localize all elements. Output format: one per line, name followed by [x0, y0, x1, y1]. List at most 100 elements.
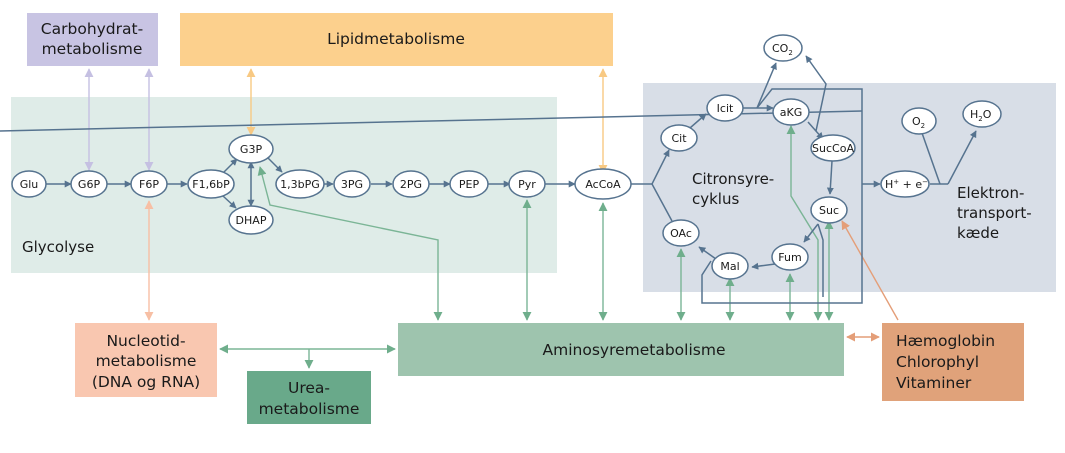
f16bp-g3p-arrow	[222, 158, 238, 174]
node-g3p-label: G3P	[240, 143, 263, 156]
node-o2-label: O2	[912, 115, 925, 130]
succoa-suc-arrow	[826, 160, 834, 195]
node-dhap: DHAP	[228, 205, 274, 235]
carbohydrate-metabolism-box	[27, 13, 158, 66]
oac-junction	[651, 183, 673, 222]
nucleotide-metabolism-box	[75, 323, 217, 397]
fum-mal-arrow	[751, 262, 776, 270]
nucleotide-label-line2: metabolisme	[96, 352, 197, 370]
urea-metabolism-box	[247, 371, 371, 424]
citric-label-line2: cyklus	[692, 190, 739, 208]
hplus-superscript: +	[893, 178, 899, 186]
heme-label-line1: Hæmoglobin	[896, 332, 995, 350]
icit-nadh-line	[756, 88, 863, 184]
o2-subscript: 2	[921, 122, 925, 130]
node-f16bp-label: F1,6bP	[192, 178, 230, 191]
junction-cit-arrow	[651, 149, 670, 185]
akg-co2-arrow	[805, 55, 827, 132]
carbohydrate-label-line2: metabolisme	[42, 40, 143, 58]
node-oac-label: OAc	[670, 227, 692, 240]
node-pyr-label: Pyr	[518, 178, 536, 191]
node-succoa: SucCoA	[810, 134, 856, 162]
etc-label-line3: kæde	[957, 224, 999, 242]
urea-label-line2: metabolisme	[259, 400, 360, 418]
urea-label-line1: Urea-	[288, 379, 330, 397]
node-3pg: 3PG	[333, 170, 371, 198]
o2-junction	[921, 132, 941, 185]
node-hplus-label: H+ + e−	[885, 178, 928, 191]
lipid-label: Lipidmetabolisme	[327, 30, 465, 48]
heme-label-line2: Chlorophyl	[896, 353, 979, 371]
carbohydrate-label-line1: Carbohydrat-	[41, 20, 143, 38]
nucleotide-label-line1: Nucleotid-	[106, 332, 185, 350]
node-13bpg: 1,3bPG	[275, 169, 325, 199]
node-suc: Suc	[810, 196, 848, 224]
etc-label-line2: transport-	[957, 204, 1032, 222]
node-f6p-label: F6P	[139, 178, 159, 191]
etc-label-line1: Elektron-	[957, 184, 1024, 202]
node-2pg-label: 2PG	[400, 178, 422, 191]
cit-icit-arrow	[689, 113, 707, 129]
amino-g3p-arrow	[257, 166, 443, 321]
node-succoa-label: SucCoA	[812, 142, 854, 155]
node-h2o: H2O	[962, 100, 1002, 128]
g3p-13bpg-arrow	[267, 157, 283, 173]
node-o2: O2	[901, 107, 937, 135]
h2o-subscript: 2	[978, 115, 982, 123]
electron-superscript: −	[922, 178, 928, 186]
node-2pg: 2PG	[392, 170, 430, 198]
node-icit-label: Icit	[717, 102, 734, 115]
h2o-o: O	[983, 108, 992, 121]
node-glu-label: Glu	[20, 178, 39, 191]
node-oac: OAc	[662, 219, 700, 247]
node-f6p: F6P	[130, 170, 168, 198]
amino-label: Aminosyremetabolisme	[543, 341, 726, 359]
node-fum: Fum	[771, 243, 809, 271]
mal-nadh-line	[701, 184, 863, 304]
co2-subscript: 2	[788, 49, 792, 57]
node-akg: aKG	[772, 98, 810, 126]
node-mal-label: Mal	[720, 260, 739, 273]
node-pyr: Pyr	[508, 170, 546, 198]
hplus-mid: + e	[899, 178, 922, 191]
node-3pg-label: 3PG	[341, 178, 363, 191]
node-accoa: AcCoA	[574, 168, 632, 200]
o2-main: O	[912, 115, 921, 128]
node-pep-label: PEP	[459, 178, 480, 191]
node-mal: Mal	[711, 252, 749, 280]
icit-co2-arrow	[756, 62, 777, 109]
hplus-h: H	[885, 178, 893, 191]
node-f16bp: F1,6bP	[187, 169, 235, 199]
node-co2: CO2	[763, 34, 803, 62]
suc-heme-arrow	[841, 220, 899, 321]
node-g3p: G3P	[228, 134, 274, 164]
node-accoa-label: AcCoA	[585, 178, 621, 191]
junction-h2o-arrow	[947, 130, 977, 185]
node-g6p: G6P	[70, 170, 108, 198]
node-hplus-e: H+ + e−	[880, 170, 930, 198]
node-icit: Icit	[706, 94, 744, 122]
h2o-h: H	[970, 108, 978, 121]
nucleotide-label-line3: (DNA og RNA)	[92, 373, 200, 391]
node-h2o-label: H2O	[970, 108, 992, 123]
co2-main: CO	[772, 42, 789, 55]
amino-akg-arrow	[786, 125, 823, 321]
amino-acid-metabolism-box	[398, 323, 844, 376]
node-suc-label: Suc	[819, 204, 839, 217]
citric-label-line1: Citronsyre-	[692, 170, 774, 188]
suc-fadh-line	[817, 223, 824, 297]
node-pep: PEP	[449, 170, 489, 198]
node-fum-label: Fum	[778, 251, 801, 264]
heme-vitamin-box	[882, 323, 1024, 401]
node-dhap-label: DHAP	[236, 214, 267, 227]
mal-oac-arrow	[698, 246, 717, 260]
node-co2-label: CO2	[772, 42, 793, 57]
f16bp-dhap-arrow	[222, 195, 237, 209]
node-cit: Cit	[660, 124, 698, 152]
node-g6p-label: G6P	[78, 178, 101, 191]
lipid-metabolism-box	[180, 13, 613, 66]
node-cit-label: Cit	[671, 132, 687, 145]
heme-label-line3: Vitaminer	[896, 374, 972, 392]
node-glu: Glu	[11, 170, 47, 198]
